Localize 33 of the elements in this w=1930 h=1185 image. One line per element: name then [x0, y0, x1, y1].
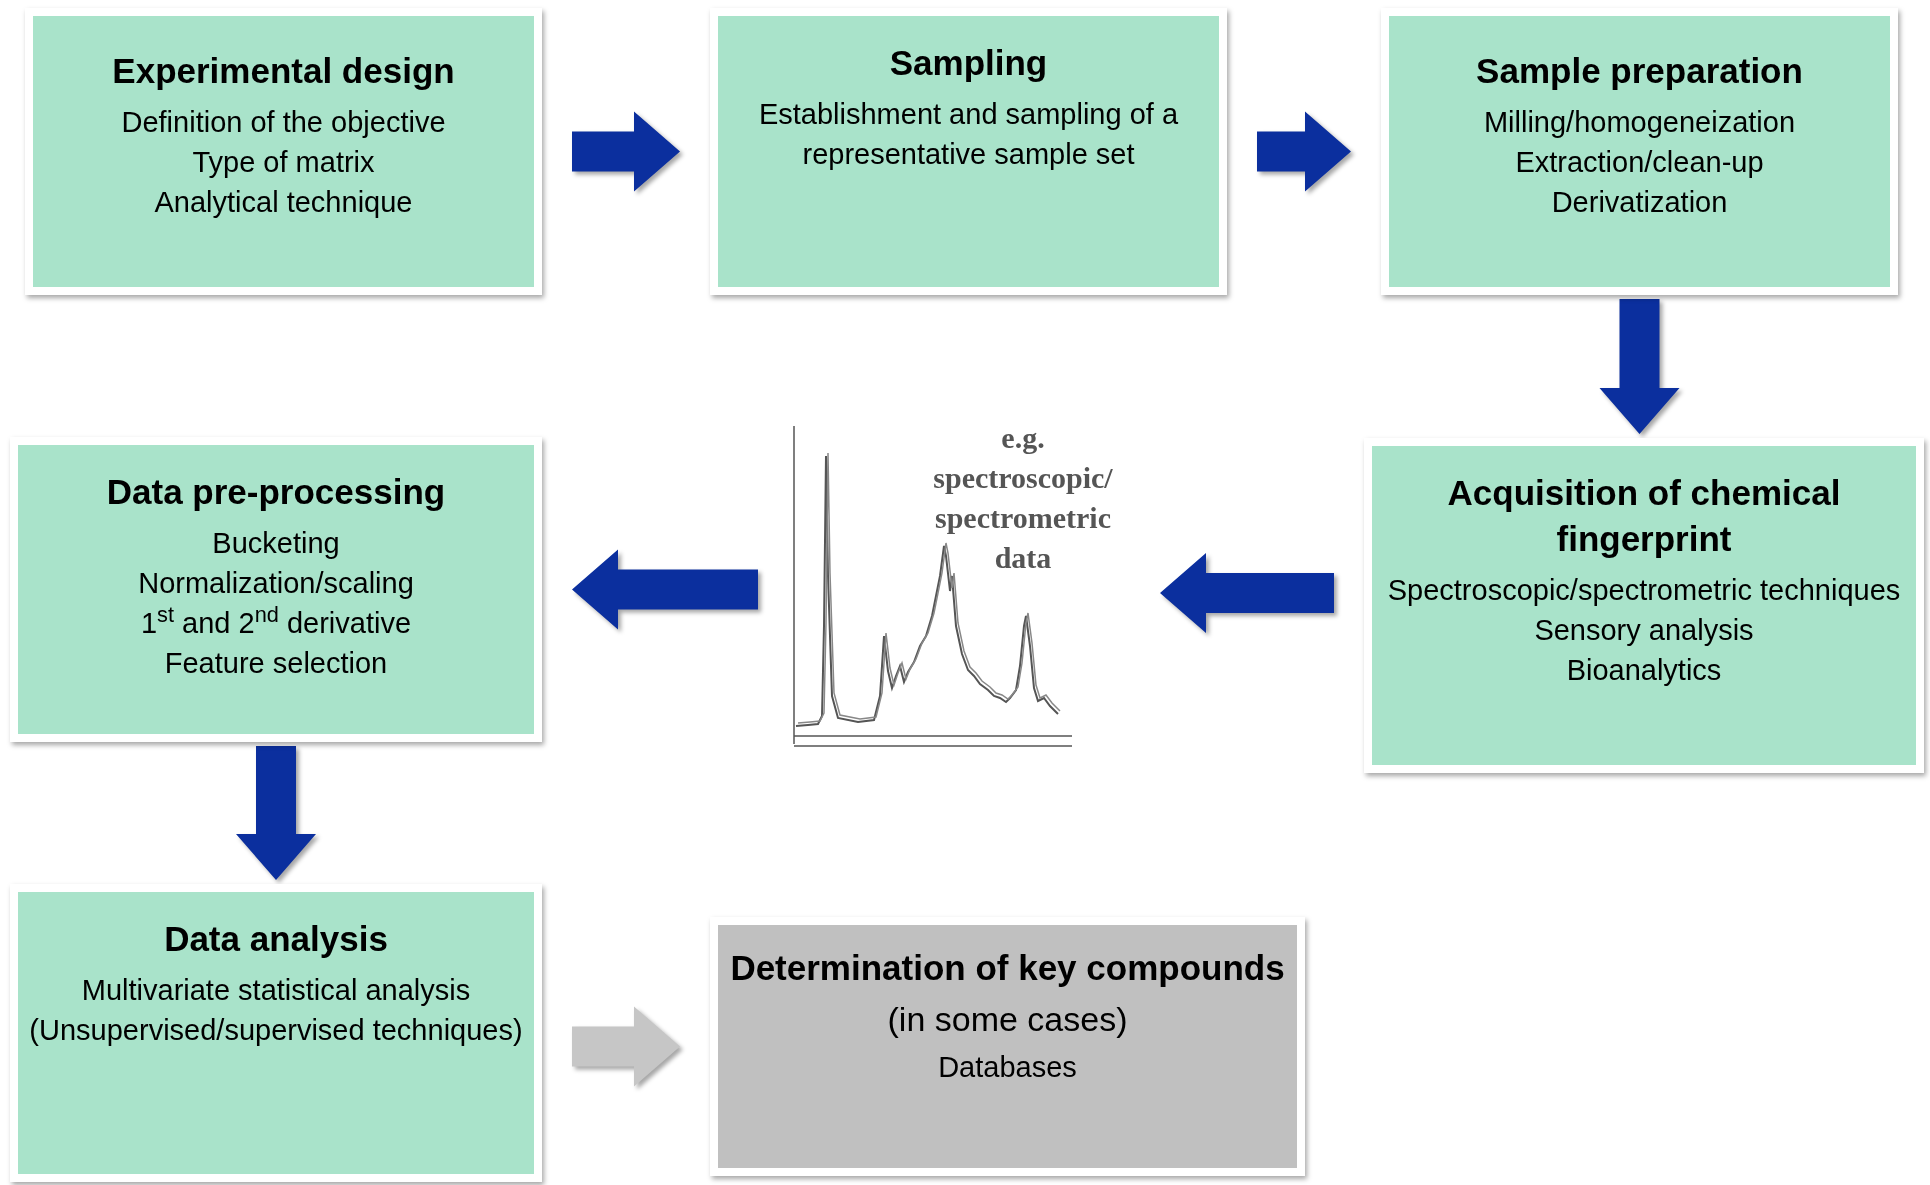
box-text: Databases	[938, 1050, 1077, 1085]
box-text: Normalization/scaling	[138, 566, 414, 601]
box-text: Milling/homogeneization	[1483, 105, 1796, 140]
block-arrow	[572, 111, 680, 192]
box-text: Sensory analysis	[1534, 613, 1754, 648]
box-text: Bucketing	[212, 526, 340, 561]
box-text: Definition of the objective	[121, 105, 446, 140]
block-arrow	[1599, 299, 1680, 434]
box-heading: Sample preparation	[1476, 50, 1803, 92]
block-arrow	[572, 1006, 680, 1087]
chart-caption: e.g. spectroscopic/ spectrometric data	[932, 420, 1114, 576]
box-text: Type of matrix	[192, 145, 375, 180]
box-heading: Data analysis	[164, 918, 388, 960]
block-arrow	[572, 549, 758, 630]
block-arrow	[236, 746, 316, 880]
box-text: (Unsupervised/supervised techniques)	[29, 1013, 523, 1048]
box-text: Analytical technique	[154, 185, 413, 220]
box-text: Extraction/clean-up	[1515, 145, 1764, 180]
box-heading: Acquisition of chemical fingerprint	[1446, 472, 1842, 560]
box-heading: Data pre-processing	[106, 471, 446, 513]
box-heading: Determination of key compounds	[730, 947, 1285, 989]
box-text: Multivariate statistical analysis	[81, 973, 471, 1008]
block-arrow	[1257, 111, 1351, 192]
box-text: Bioanalytics	[1566, 653, 1722, 688]
block-arrow	[1160, 553, 1334, 633]
box-heading: Experimental design	[112, 50, 455, 92]
box-text: Derivatization	[1551, 185, 1728, 220]
box-text: 1$^{st}$ and 2$^{nd}$ derivative	[140, 603, 412, 641]
box-text: Spectroscopic/spectrometric techniques	[1387, 573, 1901, 608]
box-heading: Sampling	[889, 42, 1048, 84]
box-text: (in some cases)	[887, 999, 1128, 1039]
box-text: Feature selection	[164, 646, 388, 681]
box-text: Establishment and sampling of a representative sample set	[757, 97, 1180, 172]
